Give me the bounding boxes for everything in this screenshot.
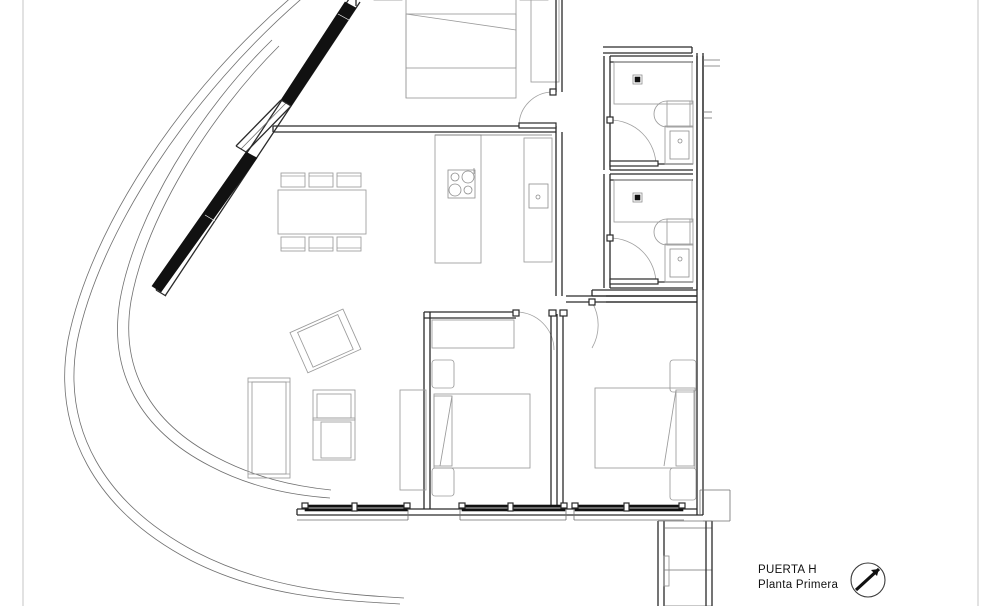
sheet-border-lines [22,0,979,606]
dining-chairs-top [280,172,362,188]
diagonal-glazed-facade [151,0,361,297]
stair-shaft [657,489,731,606]
bedroom-north [355,0,563,129]
floor-label: Planta Primera [758,579,839,591]
unit-label: PUERTA H [758,564,817,576]
bedroom-east-south [566,295,697,501]
south-facade-windows [297,502,686,521]
hallway-partitions [591,56,720,303]
bathroom-upper [603,55,694,171]
north-arrow-icon [850,562,886,598]
title-block: PUERTA H Planta Primera [758,563,838,593]
terrace-balcony-railing [64,0,405,605]
dining-set [277,172,367,252]
living-room-furniture [247,308,427,491]
dining-chairs-bottom [280,236,362,252]
kitchen [434,132,563,296]
bedroom-center-south [423,309,568,509]
bathroom-lower [603,173,694,289]
